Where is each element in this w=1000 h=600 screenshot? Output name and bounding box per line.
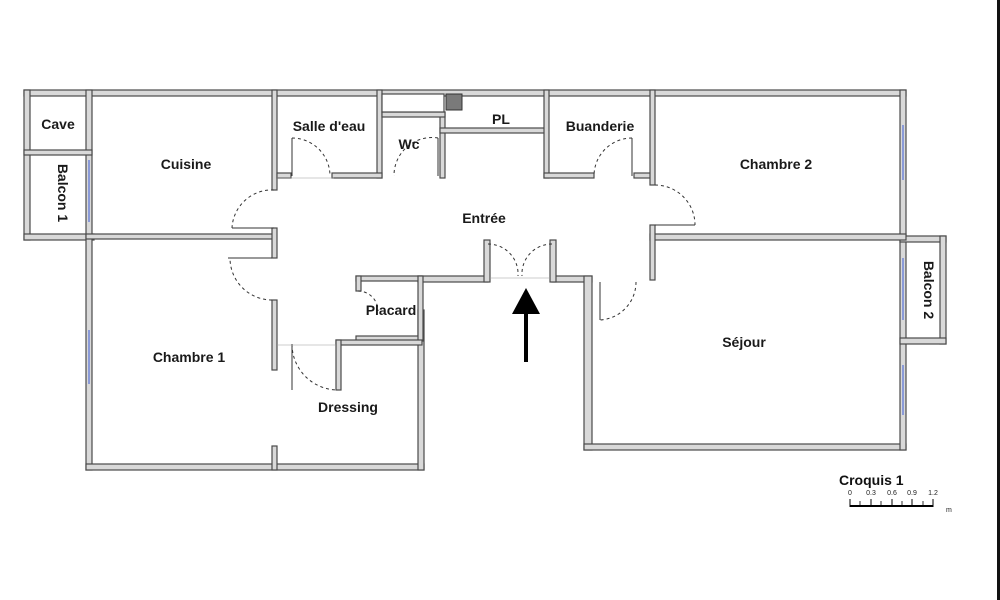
label-balcon-1: Balcon 1 — [55, 164, 71, 223]
label-chambre-1: Chambre 1 — [153, 349, 226, 365]
scale-tick-label: 1.2 — [928, 490, 938, 497]
scale-title: Croquis 1 — [839, 472, 904, 488]
room-labels: Cave Balcon 1 Cuisine Salle d'eau Wc PL … — [41, 111, 937, 415]
doors — [228, 137, 696, 391]
label-cave: Cave — [41, 116, 75, 132]
page-edge-rule — [997, 0, 1000, 600]
label-salle-deau: Salle d'eau — [293, 118, 366, 134]
entrance-arrow-icon — [512, 288, 540, 362]
scale-tick-label: 0.6 — [887, 490, 897, 497]
scale-tick-label: 0.9 — [907, 490, 917, 497]
inner-walls — [23, 89, 907, 471]
outer-walls — [23, 89, 947, 471]
label-sejour: Séjour — [722, 334, 766, 350]
label-wc: Wc — [399, 136, 420, 152]
label-buanderie: Buanderie — [566, 118, 635, 134]
scale-tick-label: 0 — [848, 490, 852, 497]
scale-unit: m — [946, 507, 952, 514]
label-dressing: Dressing — [318, 399, 378, 415]
scale-tick-label: 0.3 — [866, 490, 876, 497]
label-balcon-2: Balcon 2 — [921, 261, 937, 320]
label-entree: Entrée — [462, 210, 506, 226]
label-chambre-2: Chambre 2 — [740, 156, 813, 172]
label-placard: Placard — [366, 302, 417, 318]
scale-bar: Croquis 1 0 0.3 0.6 0.9 1.2 m — [839, 472, 952, 514]
label-cuisine: Cuisine — [161, 156, 212, 172]
windows — [88, 125, 904, 415]
label-pl: PL — [492, 111, 510, 127]
